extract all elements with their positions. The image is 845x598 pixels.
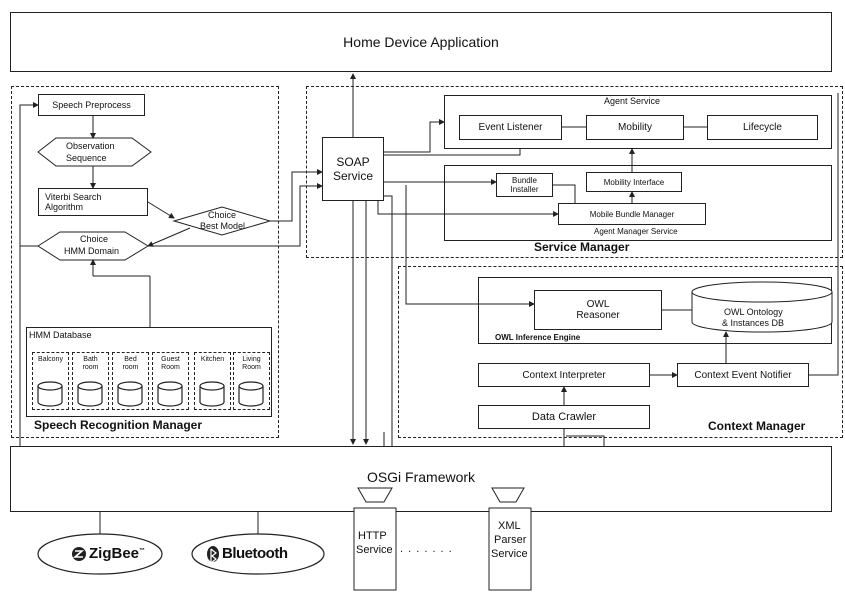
- observation-line2: Sequence: [66, 153, 107, 163]
- owl-ontology-line1: OWL Ontology: [724, 307, 783, 317]
- lifecycle-label: Lifecycle: [743, 122, 782, 133]
- hmm-database-box: [26, 327, 272, 417]
- choice-best-line1: Choice: [208, 210, 237, 220]
- owl-reasoner-line2: Reasoner: [576, 310, 620, 321]
- owl-inference-engine-label: OWL Inference Engine: [495, 333, 581, 342]
- bundle-installer-line1: Bundle: [512, 176, 537, 185]
- hmm-database-label: HMM Database: [29, 330, 92, 340]
- event-listener-box: Event Listener: [459, 115, 562, 140]
- room-balcony: Balcony: [32, 352, 69, 410]
- osgi-framework-label: OSGi Framework: [366, 469, 476, 485]
- speech-recognition-manager-title: Speech Recognition Manager: [34, 418, 203, 432]
- mobile-bundle-manager-label: Mobile Bundle Manager: [589, 209, 675, 219]
- context-manager-region: [398, 266, 843, 438]
- lifecycle-box: Lifecycle: [707, 115, 818, 140]
- context-event-notifier-box: Context Event Notifier: [677, 363, 809, 387]
- owl-reasoner-box: OWL Reasoner: [534, 290, 662, 330]
- service-manager-title: Service Manager: [534, 240, 630, 254]
- soap-line1: SOAP: [336, 155, 370, 169]
- room-bathroom: Bath room: [72, 352, 109, 410]
- xml-service-box: [488, 507, 532, 591]
- room-label-balcony: Balcony: [38, 356, 63, 363]
- soap-line2: Service: [332, 169, 373, 183]
- observation-sequence-shape: [37, 137, 152, 167]
- db-cylinder-icon: [199, 381, 225, 407]
- mobility-box: Mobility: [586, 115, 684, 140]
- room-bedroom: Bed room: [112, 352, 149, 410]
- choice-best-line2: Best Model: [200, 221, 246, 231]
- db-cylinder-icon: [238, 381, 264, 407]
- speech-preprocess-label: Speech Preprocess: [52, 100, 131, 110]
- owl-ontology-cylinder: [691, 292, 833, 333]
- data-crawler-label: Data Crawler: [531, 411, 597, 423]
- room-livingroom: Living Room: [233, 352, 270, 410]
- mobility-interface-label: Mobility Interface: [603, 177, 665, 187]
- home-device-application-box: Home Device Application: [10, 12, 832, 72]
- viterbi-line2: Algorithm: [45, 202, 84, 212]
- room-label-kitchen: Kitchen: [200, 356, 225, 363]
- owl-ontology-line2: & Instances DB: [722, 318, 785, 328]
- viterbi-line1: Viterbi Search: [45, 192, 102, 202]
- service-dots: . . . . . . .: [400, 543, 453, 555]
- room-guestroom: Guest Room: [152, 352, 189, 410]
- data-crawler-box: Data Crawler: [478, 405, 650, 429]
- speech-recognition-manager-region: [11, 86, 279, 438]
- http-service-funnel: [357, 487, 393, 503]
- event-listener-label: Event Listener: [478, 122, 543, 133]
- observation-line1: Observation: [66, 141, 115, 151]
- owl-reasoner-line1: OWL: [586, 299, 610, 310]
- choice-domain-line2: HMM Domain: [64, 246, 120, 256]
- http-service-box: [353, 507, 397, 591]
- mobility-label: Mobility: [618, 122, 652, 133]
- db-cylinder-icon: [37, 381, 63, 407]
- room-label-livingroom: Living Room: [242, 356, 261, 371]
- zigbee-trademark: ™: [139, 548, 146, 554]
- bundle-installer-box: Bundle Installer: [496, 173, 553, 197]
- http-service-line1: HTTP: [358, 530, 387, 542]
- xml-service-line2: Parser: [494, 534, 527, 546]
- context-manager-title: Context Manager: [708, 419, 806, 433]
- zigbee-label: ZigBee™: [89, 545, 145, 562]
- db-cylinder-icon: [77, 381, 103, 407]
- osgi-framework-box: OSGi Framework: [10, 446, 832, 512]
- xml-service-line1: XML: [498, 520, 521, 532]
- bluetooth-label: Bluetooth: [222, 545, 288, 562]
- room-label-guestroom: Guest Room: [161, 356, 180, 371]
- bluetooth-logo-icon: [207, 546, 219, 562]
- bundle-installer-line2: Installer: [510, 185, 539, 194]
- context-interpreter-label: Context Interpreter: [522, 369, 606, 381]
- choice-domain-line1: Choice: [80, 234, 109, 244]
- http-service-line2: Service: [356, 544, 393, 556]
- context-interpreter-box: Context Interpreter: [478, 363, 650, 387]
- room-label-bathroom: Bath room: [82, 356, 99, 371]
- agent-manager-service-label: Agent Manager Service: [594, 227, 678, 236]
- room-kitchen: Kitchen: [194, 352, 231, 410]
- home-device-application-label: Home Device Application: [343, 34, 499, 50]
- xml-service-line3: Service: [491, 548, 528, 560]
- xml-service-funnel: [491, 487, 525, 503]
- context-event-notifier-label: Context Event Notifier: [694, 369, 792, 381]
- db-cylinder-icon: [157, 381, 183, 407]
- room-label-bedroom: Bed room: [122, 356, 139, 371]
- agent-service-label: Agent Service: [604, 96, 661, 106]
- zigbee-ellipse: [37, 533, 163, 575]
- db-cylinder-icon: [117, 381, 143, 407]
- zigbee-text: ZigBee: [89, 545, 140, 562]
- bluetooth-ellipse: [191, 533, 325, 575]
